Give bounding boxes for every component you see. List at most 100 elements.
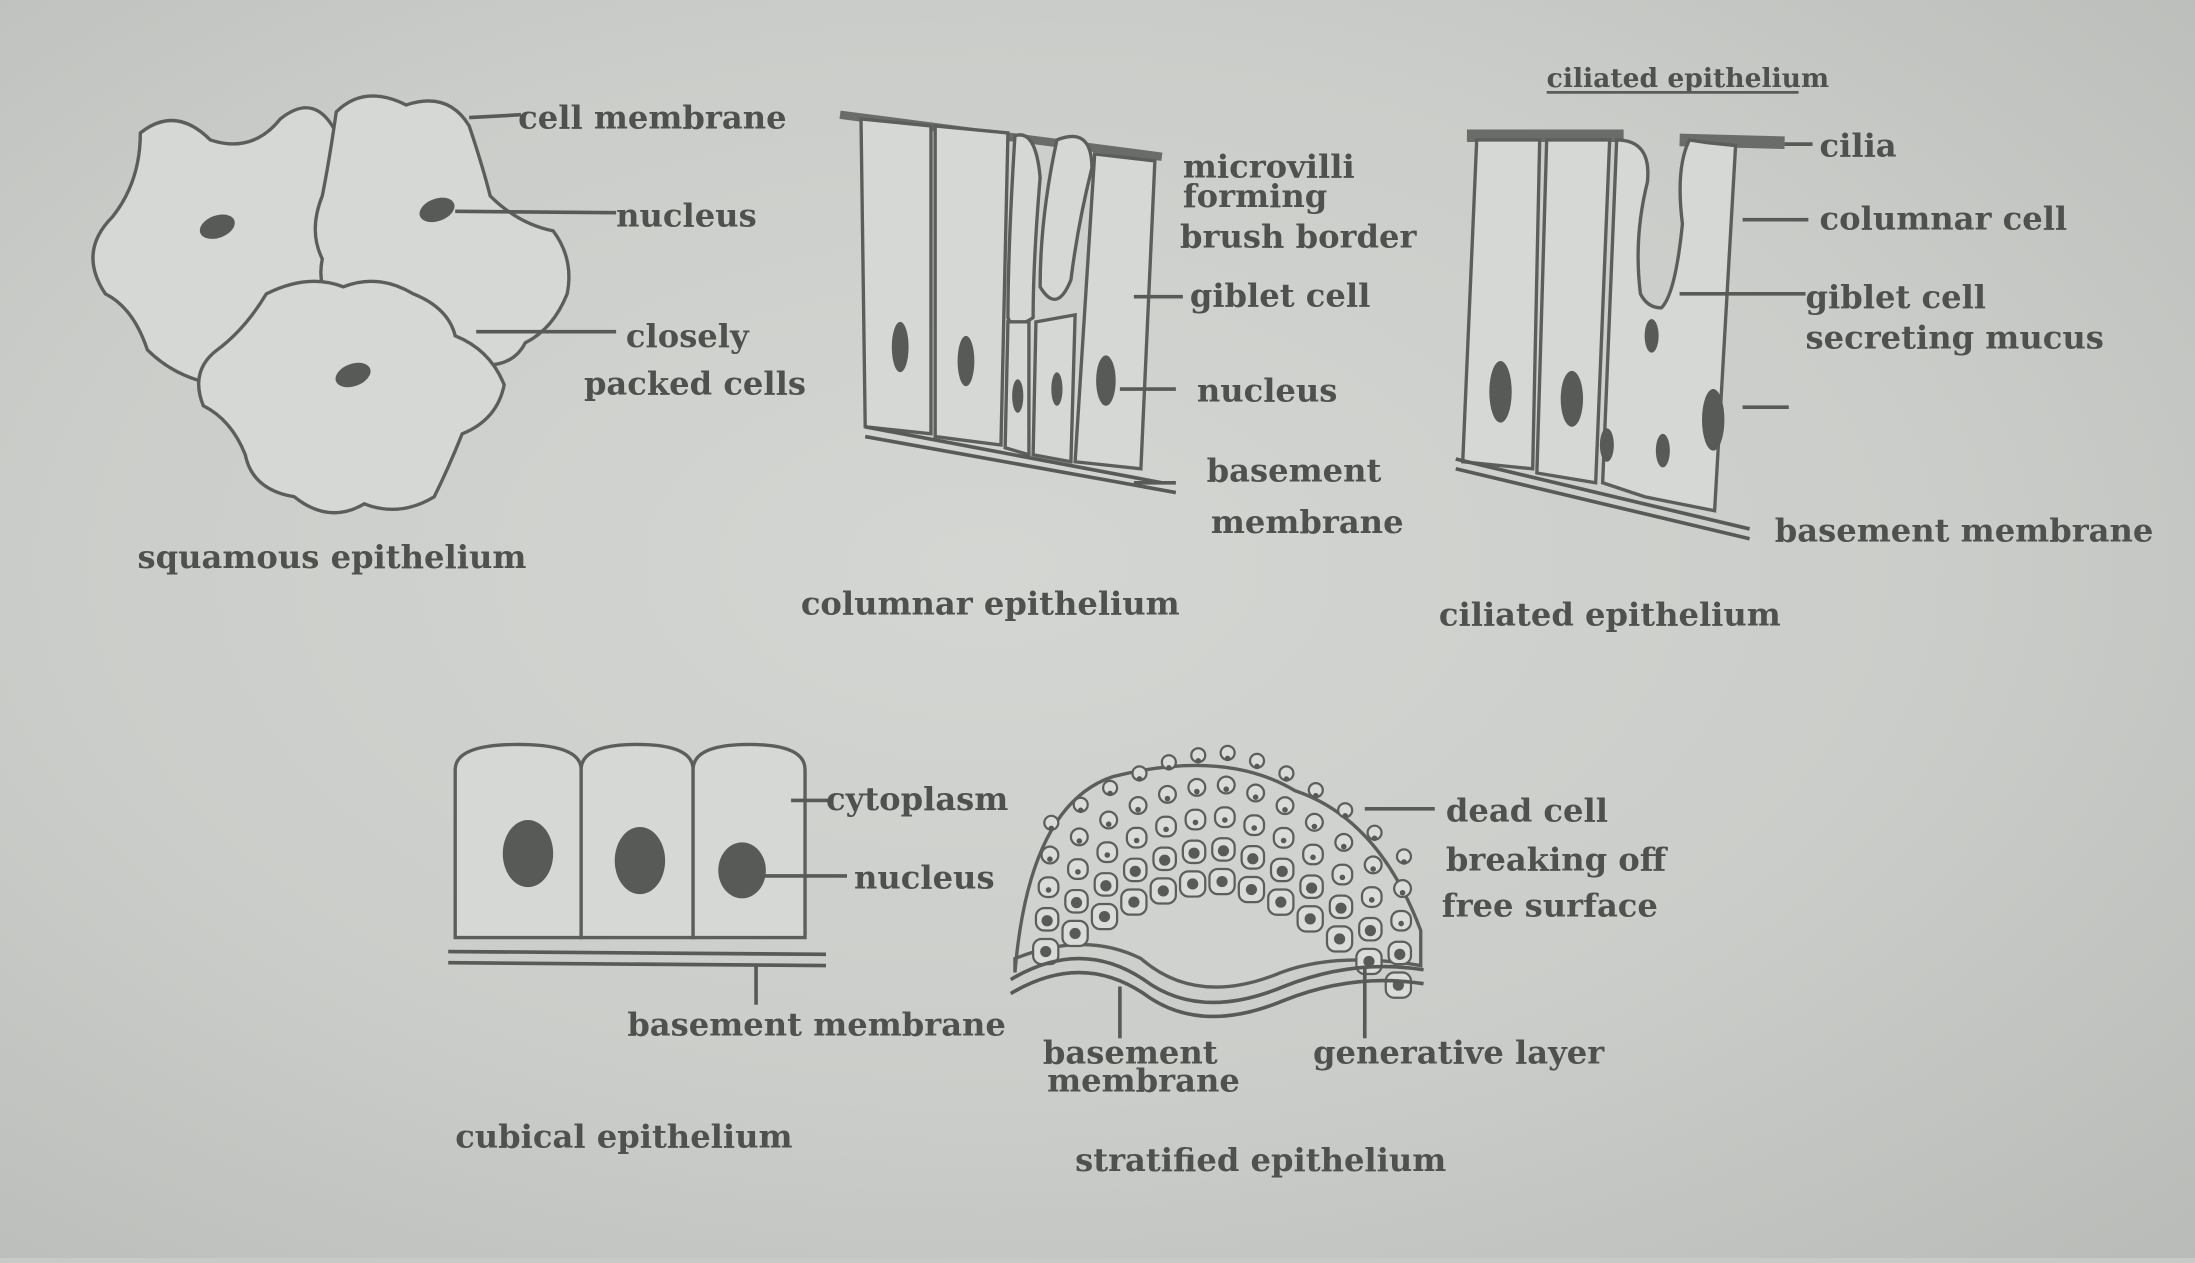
nucleus-icon [1310,854,1316,861]
label-forming: forming [1183,177,1327,215]
label-dead-cell: dead cell [1446,791,1608,829]
nucleus-icon [1342,813,1348,819]
nucleus-icon [1340,843,1347,850]
ciliated-epithelium-figure: ciliated epithelium cilia columnar cell … [1439,63,2153,634]
nucleus-icon [1398,920,1404,927]
label-membrane: membrane [1047,1061,1240,1099]
nucleus-icon [1311,823,1318,830]
nucleus-icon [1368,897,1375,903]
nucleus-icon [1370,866,1376,872]
nucleus-icon [1223,786,1230,793]
stratified-cell [1040,845,1060,865]
stratified-cell [1069,827,1089,847]
stratified-cell [1187,777,1207,797]
nucleus-icon [1216,875,1228,888]
nucleus-icon [1252,794,1259,801]
nucleus-icon [1188,847,1200,859]
stratified-cell [1246,783,1266,803]
nucleus-icon [1104,852,1111,858]
nucleus-icon [1222,817,1228,823]
cubical-epithelium-figure: cytoplasm nucleus basement membrane cubi… [448,742,1008,1155]
nucleus-icon [1047,856,1053,862]
label-columnar-cell: columnar cell [1820,199,2068,237]
label-generative-layer: generative layer [1313,1033,1605,1071]
label-nucleus: nucleus [1197,372,1338,410]
nucleus-icon [1245,883,1258,896]
squamous-cell-3 [196,279,506,515]
nucleus-icon [1335,902,1347,914]
columnar-epithelium-figure: microvilli forming brush border giblet c… [801,110,1417,622]
nucleus-icon [335,362,371,388]
nucleus-icon [1077,807,1084,814]
caption-squamous-epithelium: squamous epithelium [138,538,527,576]
nucleus-icon [1247,853,1259,865]
nucleus-icon [199,214,235,239]
stratified-cell [1128,796,1148,816]
nucleus-icon [1363,955,1375,968]
stratified-cell [1334,832,1354,852]
caption-columnar-epithelium: columnar epithelium [801,584,1180,622]
nucleus-icon [1100,880,1112,892]
stratified-epithelium-figure: dead cell breaking off free surface base… [1009,744,1669,1179]
nucleus-icon [1275,896,1287,908]
nucleus-icon [1048,825,1055,832]
nucleus-icon [1333,933,1346,945]
nucleus-icon [1282,806,1288,813]
label-cell-membrane: cell membrane [518,99,786,137]
label-membrane: membrane [1211,503,1404,541]
caption-ciliated-epithelium: ciliated epithelium [1439,596,1781,634]
stratified-cell [1099,810,1119,830]
nucleus-icon [1128,896,1140,908]
nucleus-icon [1195,758,1202,764]
nucleus-icon [1276,865,1288,877]
label-basement-membrane: basement membrane [627,1006,1006,1044]
nucleus-icon [1157,885,1169,897]
nucleus-icon [419,197,455,223]
nucleus-icon [1401,859,1407,865]
stratified-cell [1393,879,1413,899]
stratified-cell [1363,855,1383,875]
nucleus-icon [1040,945,1052,958]
caption-cubical-epithelium: cubical epithelium [455,1117,792,1155]
label-brush-border: brush border [1180,218,1417,256]
stratified-cell [1304,812,1324,832]
nucleus-icon [1217,845,1230,857]
nucleus-icon [1251,825,1258,831]
nucleus-icon [1133,837,1140,844]
label-basement: basement [1043,1033,1218,1071]
label-basement-membrane: basement membrane [1775,512,2154,550]
nucleus-icon [1394,948,1406,960]
label-giblet-cell: giblet cell [1806,278,1986,316]
nucleus-icon [1076,838,1083,844]
stratified-cell [1157,784,1177,804]
nucleus-icon [1194,788,1200,795]
nucleus-icon [1069,927,1081,940]
nucleus-icon [1163,826,1169,833]
nucleus-icon [1105,821,1112,828]
nucleus-icon [1129,865,1141,877]
squamous-epithelium-figure: cell membrane nucleus closely packed cel… [91,94,806,576]
nucleus-icon [1304,913,1316,925]
nucleus-icon [1166,765,1172,771]
label-cilia: cilia [1820,127,1897,165]
nucleus-icon [1041,915,1053,927]
label-breaking-off: breaking off [1446,840,1669,878]
heading-ciliated-epithelium: ciliated epithelium [1547,63,1829,94]
label-giblet-cell: giblet cell [1190,276,1370,314]
nucleus-icon [1164,795,1171,802]
label-cytoplasm: cytoplasm [826,780,1008,818]
nucleus-icon [1224,755,1231,762]
nucleus-icon [1280,837,1287,844]
label-nucleus: nucleus [616,197,757,235]
nucleus-icon [1187,878,1199,890]
nucleus-icon [1135,806,1141,813]
nucleus-icon [1312,792,1319,799]
nucleus-icon [1306,882,1318,894]
nucleus-icon [1371,835,1378,842]
nucleus-icon [1107,790,1113,797]
label-secreting-mucus: secreting mucus [1806,318,2104,356]
nucleus-icon [1070,897,1083,909]
stratified-cell [1216,775,1236,795]
